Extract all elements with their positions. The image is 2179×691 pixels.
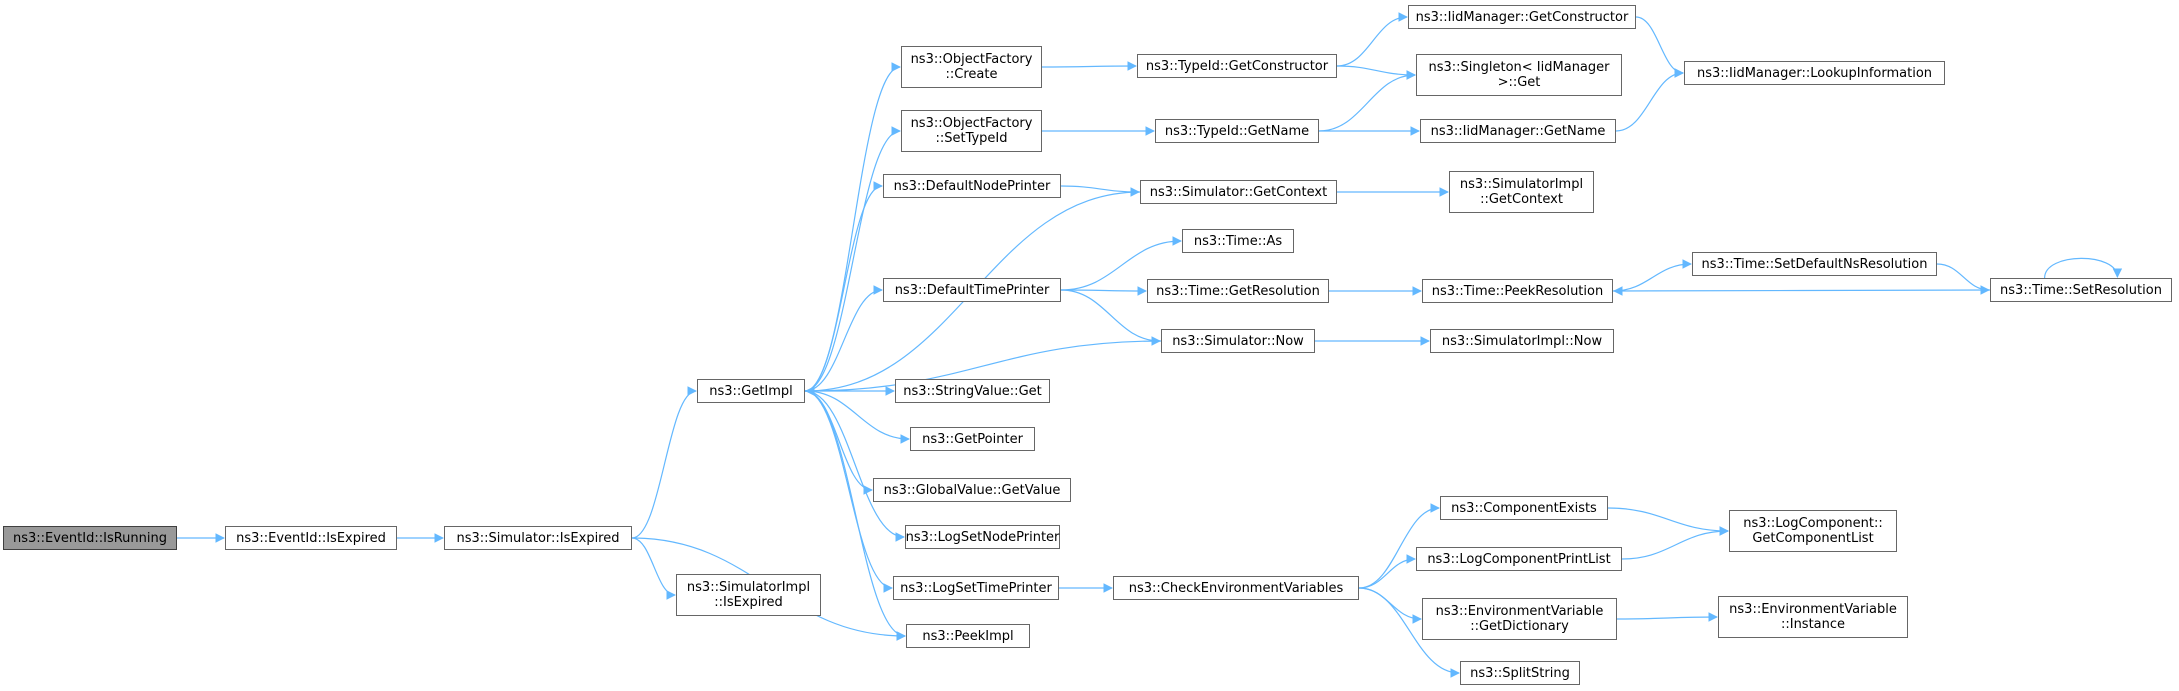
edge-checkenv-to-logcompprint [1358, 554, 1416, 589]
node-sim-expired[interactable]: ns3::Simulator::IsExpired [444, 526, 632, 550]
node-stringget[interactable]: ns3::StringValue::Get [895, 379, 1050, 403]
edge-time-setdefns-to-time-setres [1936, 263, 1990, 295]
node-logcompprint[interactable]: ns3::LogComponentPrintList [1416, 547, 1622, 571]
edge-getimpl-to-of-create [804, 62, 901, 392]
edge-checkenv-to-compexists [1358, 503, 1440, 589]
edge-envvar-getdict-to-envvar-instance [1616, 612, 1718, 622]
node-logsetnode[interactable]: ns3::LogSetNodePrinter [905, 525, 1060, 549]
node-deftimeprinter[interactable]: ns3::DefaultTimePrinter [883, 278, 1061, 302]
node-iid-getctor[interactable]: ns3::IidManager::GetConstructor [1408, 5, 1636, 29]
node-sim-now[interactable]: ns3::Simulator::Now [1161, 329, 1315, 353]
edge-tid-getname-to-singleton [1318, 70, 1416, 132]
node-simimpl-expired[interactable]: ns3::SimulatorImpl ::IsExpired [676, 574, 821, 616]
node-iid-lookup[interactable]: ns3::IidManager::LookupInformation [1684, 61, 1945, 85]
edge-getimpl-to-of-settype [804, 126, 901, 392]
edge-sim-expired-to-getimpl [631, 386, 697, 539]
edge-getimpl-to-gv-getvalue [804, 390, 873, 495]
edge-compexists-to-logcomp-getlist [1607, 507, 1729, 536]
edge-sim-expired-to-simimpl-expired [631, 537, 676, 600]
node-peekimpl[interactable]: ns3::PeekImpl [906, 624, 1030, 648]
node-eid-expired[interactable]: ns3::EventId::IsExpired [225, 526, 397, 550]
edge-getimpl-to-deftimeprinter [804, 285, 883, 392]
node-logcomp-getlist[interactable]: ns3::LogComponent:: GetComponentList [1729, 510, 1897, 552]
node-time-peekres[interactable]: ns3::Time::PeekResolution [1422, 279, 1613, 303]
edge-tid-getctor-to-iid-getctor [1336, 12, 1408, 67]
edge-logcompprint-to-logcomp-getlist [1621, 526, 1729, 560]
edge-getimpl-to-getpointer [804, 390, 910, 444]
node-sim-getctx[interactable]: ns3::Simulator::GetContext [1140, 180, 1337, 204]
edge-defnodeprinter-to-sim-getctx [1060, 185, 1140, 197]
node-logsettime[interactable]: ns3::LogSetTimePrinter [893, 576, 1059, 600]
node-defnodeprinter[interactable]: ns3::DefaultNodePrinter [883, 174, 1061, 198]
edge-getimpl-to-logsetnode [804, 390, 905, 542]
node-tid-getctor[interactable]: ns3::TypeId::GetConstructor [1137, 54, 1337, 78]
edge-getimpl-to-defnodeprinter [804, 181, 883, 392]
edge-tid-getctor-to-singleton [1336, 65, 1416, 80]
node-time-setres[interactable]: ns3::Time::SetResolution [1990, 278, 2172, 302]
node-getimpl[interactable]: ns3::GetImpl [697, 379, 805, 403]
edge-iid-getctor-to-iid-lookup [1635, 16, 1684, 78]
edge-of-create-to-tid-getctor [1041, 61, 1137, 71]
edge-checkenv-to-splitstring [1358, 587, 1460, 678]
edge-time-peekres-to-time-setdefns [1612, 259, 1692, 292]
node-tid-getname[interactable]: ns3::TypeId::GetName [1155, 119, 1319, 143]
node-simimpl-getctx[interactable]: ns3::SimulatorImpl ::GetContext [1449, 171, 1594, 213]
edge-sim-now-to-getimpl [805, 340, 1162, 396]
node-envvar-getdict[interactable]: ns3::EnvironmentVariable ::GetDictionary [1422, 598, 1617, 640]
node-time-setdefns[interactable]: ns3::Time::SetDefaultNsResolution [1692, 252, 1937, 276]
node-of-create[interactable]: ns3::ObjectFactory ::Create [901, 46, 1042, 88]
edge-deftimeprinter-to-time-getres [1060, 286, 1147, 296]
node-checkenv[interactable]: ns3::CheckEnvironmentVariables [1113, 576, 1359, 600]
node-envvar-instance[interactable]: ns3::EnvironmentVariable ::Instance [1718, 596, 1908, 638]
edge-getimpl-to-peekimpl [804, 390, 906, 641]
node-iid-getname[interactable]: ns3::IidManager::GetName [1420, 119, 1616, 143]
node-of-settype[interactable]: ns3::ObjectFactory ::SetTypeId [901, 110, 1042, 152]
node-simimpl-now[interactable]: ns3::SimulatorImpl::Now [1430, 329, 1614, 353]
node-gv-getvalue[interactable]: ns3::GlobalValue::GetValue [873, 478, 1071, 502]
node-time-as[interactable]: ns3::Time::As [1182, 229, 1294, 253]
edge-deftimeprinter-to-sim-now [1060, 289, 1161, 346]
node-time-getres[interactable]: ns3::Time::GetResolution [1147, 279, 1329, 303]
edge-iid-getname-to-iid-lookup [1615, 68, 1684, 132]
edge-time-setres-to-time-setres [2044, 257, 2123, 279]
edge-deftimeprinter-to-time-as [1060, 236, 1182, 291]
node-isrunning: ns3::EventId::IsRunning [3, 526, 177, 550]
node-getpointer[interactable]: ns3::GetPointer [910, 427, 1035, 451]
node-splitstring[interactable]: ns3::SplitString [1460, 661, 1580, 685]
edge-time-setres-to-time-peekres [1613, 286, 1991, 296]
node-singleton[interactable]: ns3::Singleton< IidManager >::Get [1416, 54, 1622, 96]
node-compexists[interactable]: ns3::ComponentExists [1440, 496, 1608, 520]
